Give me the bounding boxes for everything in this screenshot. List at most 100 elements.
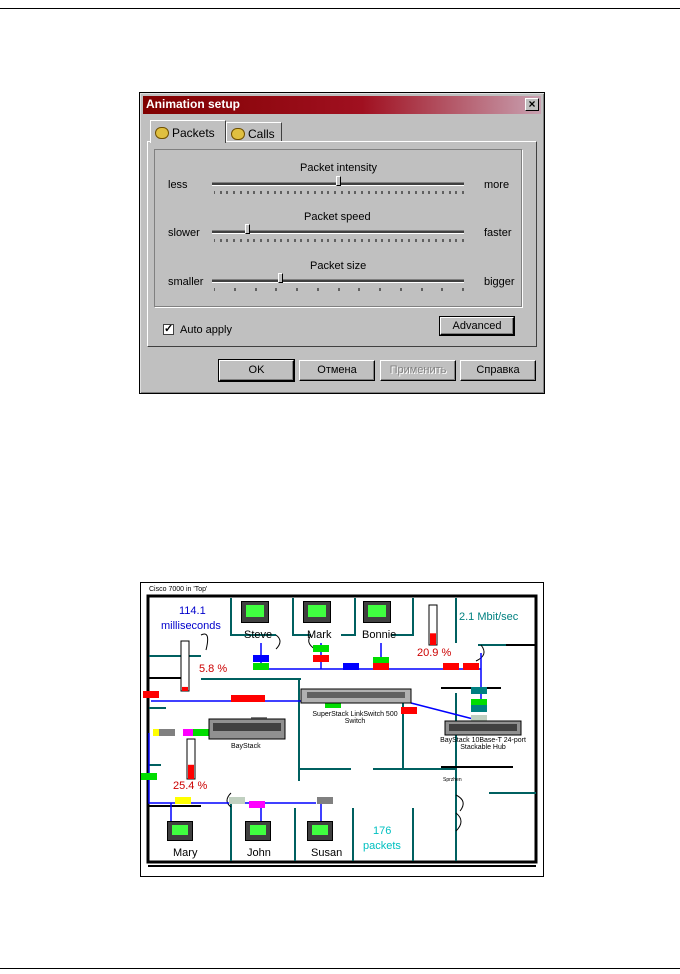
titlebar[interactable]: Animation setup ×: [143, 96, 541, 114]
utilization-bars: [180, 604, 438, 780]
workstation-steve[interactable]: [241, 601, 269, 623]
room-walls: [149, 598, 536, 861]
auto-apply-label: Auto apply: [180, 324, 232, 336]
map-drawing: [141, 594, 538, 867]
workstation-john[interactable]: [245, 821, 271, 841]
packet: [253, 655, 269, 662]
packet-speed-min-label: slower: [168, 227, 200, 239]
packet-intensity-ticks: [214, 191, 464, 194]
advanced-button[interactable]: Advanced: [439, 316, 515, 336]
packet: [471, 687, 487, 694]
packet: [471, 699, 487, 706]
packet: [373, 663, 389, 670]
utilization-bar-frame: [180, 640, 190, 692]
computer-icon: [303, 601, 331, 623]
packet-speed-max-label: faster: [484, 227, 512, 239]
computer-icon: [167, 821, 193, 841]
packet-speed-ticks: [214, 239, 464, 242]
packet: [253, 663, 269, 670]
packet: [443, 663, 459, 670]
hub-label: BayStack 10Base-T 24-port Stackable Hub: [440, 737, 526, 751]
door-arcs: [200, 633, 485, 832]
outer-wall: [146, 594, 538, 864]
packet-speed-track[interactable]: [212, 230, 464, 234]
baystack-label: BayStack: [231, 743, 261, 750]
ok-button[interactable]: OK: [218, 359, 295, 382]
close-button[interactable]: ×: [525, 98, 539, 111]
packets-icon: [155, 127, 169, 139]
workstation-label-mary: Mary: [173, 847, 198, 859]
packet: [317, 797, 333, 804]
packet-speed-thumb[interactable]: [245, 224, 251, 234]
tab-packets-label: Packets: [172, 126, 215, 140]
latency-value: 114.1: [179, 605, 206, 617]
utilization-bar-fill: [430, 633, 436, 645]
packet: [373, 657, 389, 664]
packet: [143, 691, 159, 698]
network-map: Cisco 7000 in 'Top' Steve Mark Bonnie Ma…: [140, 582, 544, 877]
packet: [249, 801, 265, 808]
utilization-bar-fill: [188, 764, 194, 779]
bandwidth-label: 2.1 Mbit/sec: [459, 611, 519, 623]
packets-count: 176: [373, 825, 392, 837]
tab-packets[interactable]: Packets: [150, 120, 226, 143]
packet: [229, 797, 245, 804]
workstation-bonnie[interactable]: [363, 601, 391, 623]
packet: [313, 645, 329, 652]
utilization-label-1: 5.8 %: [199, 663, 228, 675]
packet-size-title: Packet size: [310, 260, 367, 272]
workstation-label-john: John: [247, 847, 271, 859]
packet: [401, 707, 417, 714]
packet: [463, 663, 479, 670]
packet: [159, 729, 175, 736]
auto-apply-checkbox[interactable]: ✓: [163, 324, 174, 335]
packet: [313, 655, 329, 662]
packet-intensity-min-label: less: [168, 179, 188, 191]
packet-size-ticks: [214, 288, 464, 291]
computer-icon: [241, 601, 269, 623]
workstation-label-mark: Mark: [307, 629, 332, 641]
workstation-susan[interactable]: [307, 821, 333, 841]
latency-unit: milliseconds: [161, 620, 221, 632]
utilization-bar-fill: [182, 686, 188, 691]
packet: [325, 701, 341, 708]
packet: [141, 773, 157, 780]
workstation-label-steve: Steve: [244, 629, 273, 641]
cancel-button[interactable]: Отмена: [299, 360, 375, 381]
workstation-label-susan: Susan: [311, 847, 343, 859]
packet-intensity-max-label: more: [484, 179, 510, 191]
computer-icon: [307, 821, 333, 841]
slider-group: [154, 149, 522, 307]
packet-speed-title: Packet speed: [304, 211, 371, 223]
checkmark-icon: ✓: [164, 323, 174, 335]
packet-intensity-thumb[interactable]: [336, 176, 341, 186]
workstation-label-bonnie: Bonnie: [362, 629, 397, 641]
packet-size-max-label: bigger: [484, 276, 515, 288]
help-button[interactable]: Справка: [460, 360, 536, 381]
workstation-mark[interactable]: [303, 601, 331, 623]
baystack-device: [208, 718, 286, 740]
calls-icon: [231, 127, 245, 140]
apply-button[interactable]: Применить: [380, 360, 456, 381]
packets: [141, 645, 487, 832]
packet-size-track[interactable]: [212, 279, 464, 283]
packet: [343, 663, 359, 670]
tab-calls[interactable]: Calls: [226, 122, 282, 142]
packet-size-thumb[interactable]: [278, 273, 284, 283]
tab-calls-label: Calls: [248, 126, 275, 141]
switch-label: SuperStack LinkSwitch 500 Switch: [312, 711, 398, 725]
map-title: Cisco 7000 in 'Top': [149, 586, 208, 593]
packets-panel: [147, 141, 537, 347]
packet: [183, 729, 199, 736]
packet-size-min-label: smaller: [168, 276, 204, 288]
computer-icon: [363, 601, 391, 623]
packet: [231, 695, 265, 702]
close-icon: ×: [528, 97, 536, 111]
top-rule: [0, 8, 680, 9]
bottom-rule: [0, 968, 680, 969]
animation-setup-dialog: Animation setup × Packets Calls Packet i…: [139, 92, 545, 394]
packet: [471, 705, 487, 712]
dialog-title: Animation setup: [146, 97, 241, 111]
hub-device: [444, 720, 522, 736]
workstation-mary[interactable]: [167, 821, 193, 841]
